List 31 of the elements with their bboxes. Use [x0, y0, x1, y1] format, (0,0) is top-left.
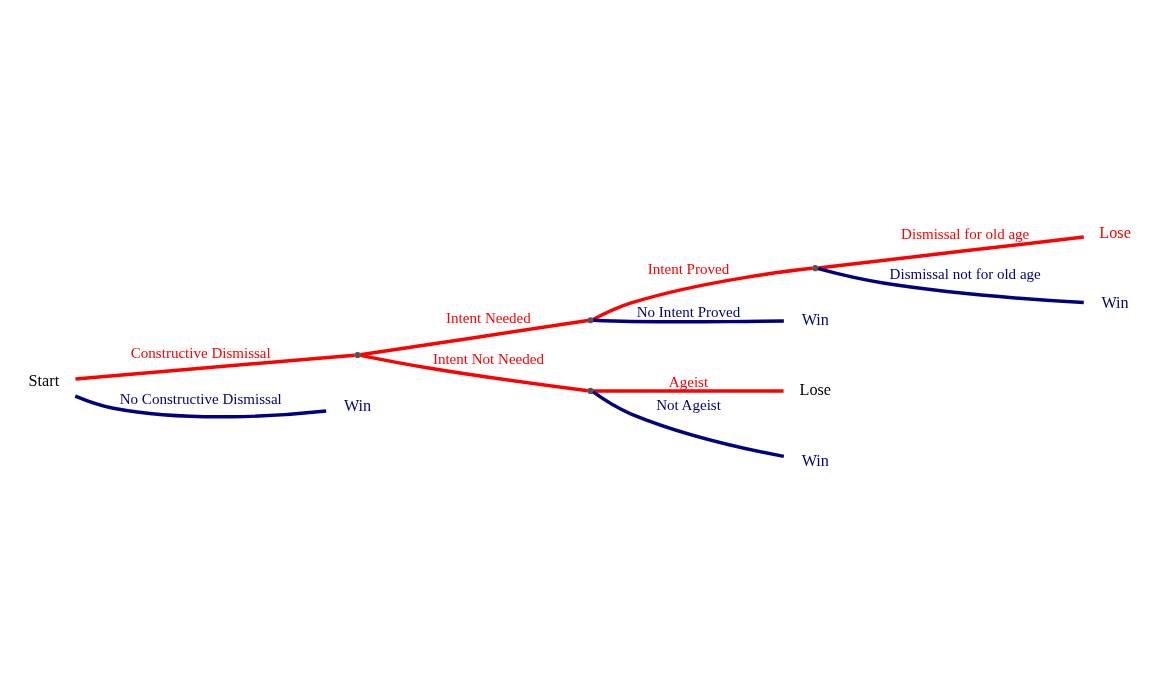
connector: [817, 266, 1084, 304]
connector: [593, 388, 784, 393]
connector: [593, 318, 784, 324]
edge-label: Not Ageist: [656, 396, 721, 413]
edge-label: Dismissal not for old age: [889, 265, 1041, 282]
node-text: Start: [28, 371, 60, 390]
connector: [75, 352, 355, 381]
node-text: Win: [801, 310, 829, 329]
node-text: Win: [801, 451, 829, 470]
edge-label: Ageist: [668, 373, 709, 390]
node-point: [587, 316, 594, 323]
edge-label: Intent Needed: [446, 309, 531, 326]
connector: [360, 318, 589, 356]
node-text: Win: [344, 396, 372, 415]
connector: [592, 390, 785, 458]
connector: [74, 394, 327, 419]
node-text: Lose: [799, 380, 832, 399]
node-point: [354, 351, 361, 358]
node-point: [812, 264, 819, 271]
edge-label: No Intent Proved: [636, 303, 741, 320]
edge-label: Intent Proved: [647, 260, 730, 277]
edge-label: Intent Not Needed: [432, 350, 544, 367]
edge-label: Dismissal for old age: [901, 225, 1030, 242]
edge-label: No Constructive Dismissal: [119, 390, 282, 407]
connector: [818, 234, 1084, 270]
connector: [592, 266, 813, 321]
node-text: Lose: [1099, 223, 1131, 242]
node-point: [587, 387, 594, 394]
connector: [360, 353, 588, 392]
edge-label: Constructive Dismissal: [130, 344, 271, 361]
node-text: Win: [1101, 293, 1129, 312]
